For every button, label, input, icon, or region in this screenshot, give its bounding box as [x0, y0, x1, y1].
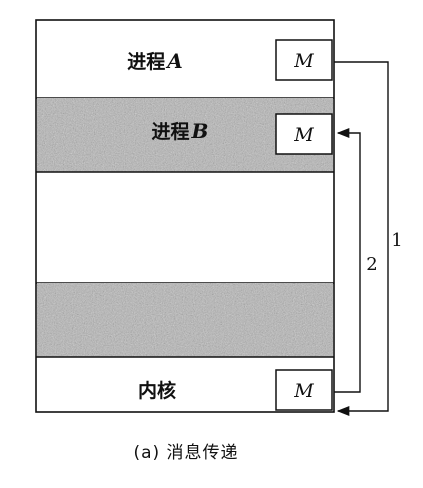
arrow-path-1: 1 — [334, 61, 405, 417]
kernel-message-box — [275, 369, 333, 411]
arrow-label-2: 2 — [366, 254, 377, 275]
process-b-name: 进程 — [152, 121, 190, 143]
figure-caption: (a) 消息传递 — [133, 443, 239, 463]
kernel-name: 内核 — [138, 379, 176, 402]
process-a-message-label: M — [293, 50, 314, 72]
svg-text:进程B: 进程B — [152, 119, 209, 143]
svg-text:进程A: 进程A — [127, 49, 183, 73]
arrow-label-1: 1 — [391, 230, 402, 251]
kernel-message-label: M — [293, 380, 314, 402]
arrow-path-2: 2 — [334, 127, 380, 393]
kernel-region: 内核 M — [138, 369, 333, 411]
process-a-message-box — [275, 39, 333, 81]
process-b-message-box — [275, 113, 333, 155]
shaded-memory-region — [36, 282, 334, 358]
process-b-letter: B — [191, 119, 209, 143]
process-b-message-label: M — [293, 124, 314, 146]
process-a-name: 进程 — [127, 51, 165, 73]
process-a-letter: A — [165, 49, 183, 73]
